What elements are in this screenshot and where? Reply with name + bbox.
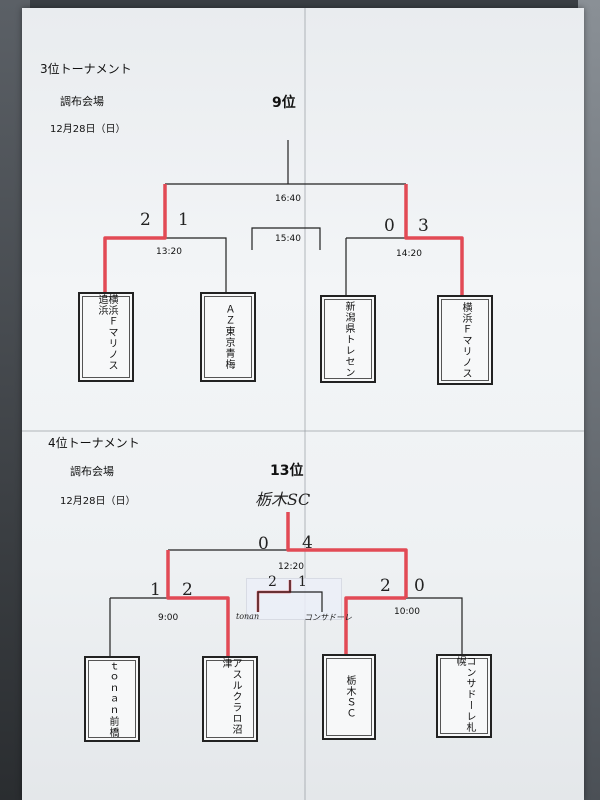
team-name: 新潟県トレセン — [343, 300, 354, 378]
top-right-semi — [346, 237, 463, 295]
team-box-bottom-3: 栃木ＳＣ — [322, 654, 376, 740]
bottom-score-final-left: 0 — [258, 534, 269, 554]
paper-fold-horizontal — [22, 430, 584, 432]
bottom-semi-left-time: 9:00 — [158, 613, 179, 623]
bottom-score-right-a: 2 — [380, 576, 391, 596]
top-right-winner-path — [404, 184, 464, 295]
bottom-score-right-b: 0 — [414, 576, 425, 596]
bottom-score-left-a: 1 — [150, 580, 161, 600]
team-name: コンサドーレ札幌 — [454, 656, 475, 733]
paper-fold-vertical — [304, 8, 306, 800]
bottom-date: 12月28日（日） — [60, 496, 136, 507]
team-name: ＡＺ東京青梅 — [223, 304, 234, 370]
team-name: 横浜Ｆマリノス — [460, 301, 471, 379]
top-left-winner-path — [103, 184, 167, 292]
top-score-right-b: 3 — [418, 216, 429, 236]
bottom-semi-right-time: 10:00 — [394, 607, 420, 617]
top-score-right-a: 0 — [384, 216, 395, 236]
top-final-time: 16:40 — [275, 194, 301, 204]
top-score-left-b: 1 — [178, 210, 189, 230]
bottom-winner-note: 栃木SC — [255, 490, 311, 509]
top-semi-right-time: 14:20 — [396, 249, 422, 259]
team-name: 横浜Ｆマリノス追浜 — [96, 294, 117, 371]
top-semi-left-time: 13:20 — [156, 247, 182, 257]
team-box-top-3: 新潟県トレセン — [320, 295, 376, 383]
bottom-right-winner-path — [344, 596, 406, 654]
bottom-score-mid-a: 2 — [268, 574, 277, 590]
bracket-winner-lines — [103, 184, 464, 656]
bottom-final-time: 12:20 — [278, 562, 304, 572]
bottom-middle-bracket — [257, 580, 323, 612]
team-name: 栃木ＳＣ — [344, 675, 355, 719]
bottom-score-final-right: 4 — [302, 533, 313, 553]
pasted-sticker — [246, 578, 342, 620]
bottom-final-winner-path — [286, 512, 408, 598]
team-box-top-2: ＡＺ東京青梅 — [200, 292, 256, 382]
team-name: アスルクラロ沼津 — [220, 658, 241, 735]
top-third-match — [251, 227, 321, 250]
team-box-top-1: 横浜Ｆマリノス追浜 — [78, 292, 134, 382]
team-box-bottom-2: アスルクラロ沼津 — [202, 656, 258, 742]
top-third-time: 15:40 — [275, 234, 301, 244]
bottom-venue: 調布会場 — [70, 465, 114, 478]
bottom-heading: 4位トーナメント — [48, 436, 140, 450]
bracket-black-lines — [104, 140, 463, 656]
top-place-label: 9位 — [272, 95, 296, 111]
top-venue: 調布会場 — [60, 95, 104, 108]
team-box-top-4: 横浜Ｆマリノス — [437, 295, 493, 385]
bottom-mid-label-left: tonan — [236, 612, 260, 621]
bottom-left-winner-path — [166, 550, 230, 656]
bottom-left-semi — [110, 597, 229, 656]
bottom-score-mid-b: 1 — [298, 574, 307, 590]
team-box-bottom-4: コンサドーレ札幌 — [436, 654, 492, 738]
bottom-score-left-b: 2 — [182, 580, 193, 600]
bottom-place-label: 13位 — [270, 463, 304, 479]
top-score-left-a: 2 — [140, 210, 151, 230]
top-date: 12月28日（日） — [50, 124, 126, 135]
top-heading: 3位トーナメント — [40, 62, 132, 76]
bottom-mid-label-right: コンサドーレ — [304, 613, 352, 622]
team-name: ｔｏｎａｎ前橋 — [107, 660, 118, 738]
team-box-bottom-1: ｔｏｎａｎ前橋 — [84, 656, 140, 742]
